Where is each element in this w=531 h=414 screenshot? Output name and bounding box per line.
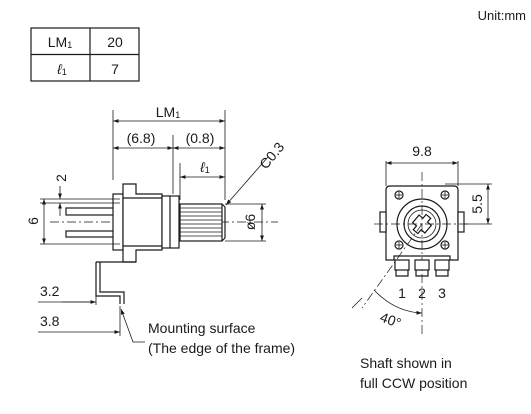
caption-line2: full CCW position [360, 375, 467, 391]
corner-screws [394, 190, 450, 250]
pin-3-label: 3 [438, 285, 446, 301]
terminals [394, 259, 450, 277]
pin-1-label: 1 [398, 285, 406, 301]
angle-label: 40° [378, 309, 403, 331]
table-row-lm1-value: 20 [107, 34, 123, 50]
dim-5-5-label: 5.5 [469, 194, 485, 214]
dim-3-2-label: 3.2 [40, 283, 60, 299]
mounting-note-line2: (The edge of the frame) [148, 340, 295, 356]
unit-label: Unit:mm [478, 8, 526, 23]
dim-0-8-label: (0.8) [186, 130, 215, 146]
dim-phi6-label: ø6 [242, 214, 258, 231]
table-row-lm1-symbol: LM1 [48, 34, 72, 50]
pin-2-label: 2 [418, 285, 426, 301]
dim-l1-label: ℓ1 [199, 159, 210, 175]
side-view: LM1 (6.8) (0.8) ℓ1 C0.3 2 6 ø6 3.2 3.8 M… [25, 104, 295, 356]
mounting-note-line1: Mounting surface [148, 320, 256, 336]
table-row-l1-symbol: ℓ1 [56, 61, 67, 77]
dim-6-label: 6 [25, 217, 41, 225]
dim-3-8-label: 3.8 [40, 313, 60, 329]
dim-9-8-label: 9.8 [412, 143, 432, 159]
dim-lm1-label: LM1 [156, 104, 180, 120]
front-view: 9.8 5.5 [351, 143, 492, 391]
caption-line1: Shaft shown in [360, 355, 452, 371]
dim-6-8-label: (6.8) [127, 130, 156, 146]
dim-2-label: 2 [53, 174, 69, 182]
chamfer-label: C0.3 [256, 139, 287, 172]
table-row-l1-value: 7 [111, 61, 119, 77]
dimension-table: LM1 20 ℓ1 7 [30, 27, 140, 82]
knurl-lines [180, 207, 222, 237]
